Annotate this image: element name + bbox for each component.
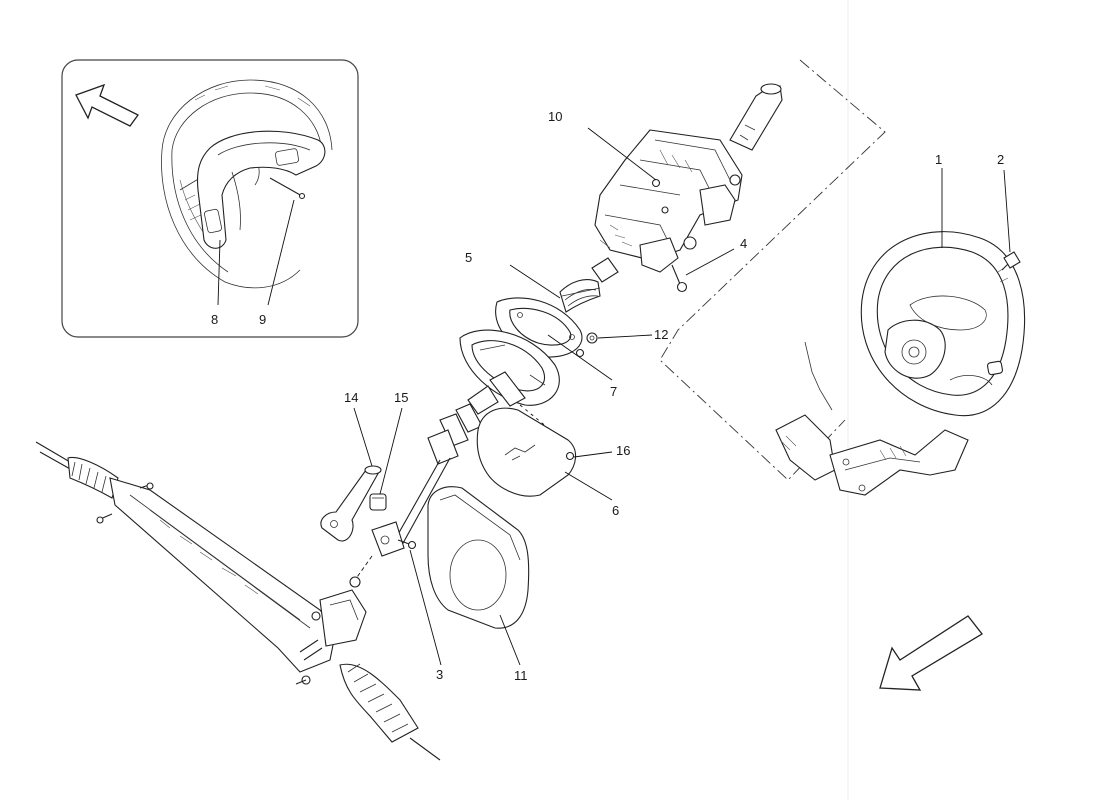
arrow-up-left-icon — [75, 83, 139, 127]
callout-14: 14 — [344, 390, 358, 405]
steering-rack — [35, 441, 441, 761]
callout-8: 8 — [211, 312, 218, 327]
callout-2: 2 — [997, 152, 1004, 167]
column-boot — [559, 257, 619, 313]
bolt-3 — [397, 539, 417, 550]
callout-6: 6 — [612, 503, 619, 518]
callout-11: 11 — [514, 668, 528, 683]
steering-column-upper — [594, 83, 783, 293]
callout-9: 9 — [259, 312, 266, 327]
inset-paddle-bracket — [196, 130, 326, 249]
leader-lines — [353, 127, 1011, 666]
seal-plate-7 — [459, 329, 560, 406]
bolt-2 — [1001, 251, 1021, 271]
callout-numbers: 1 2 3 4 5 6 7 10 11 12 14 15 16 — [344, 109, 1004, 683]
bushing-15 — [369, 493, 387, 511]
callout-15: 15 — [394, 390, 408, 405]
callout-1: 1 — [935, 152, 942, 167]
nut-12 — [586, 332, 598, 344]
switch-stalk-14 — [320, 465, 382, 542]
inset-steering-wheel — [161, 79, 333, 289]
inset-frame — [61, 59, 359, 338]
inset-detail-paddle-shifters: 8 9 — [61, 59, 359, 338]
callout-12: 12 — [654, 327, 668, 342]
callout-16: 16 — [616, 443, 630, 458]
callout-10: 10 — [548, 109, 562, 124]
plate-screw — [575, 348, 585, 358]
arrow-down-left-icon — [879, 615, 983, 691]
callout-7: 7 — [610, 384, 617, 399]
steering-wheel-1 — [860, 231, 1025, 417]
callout-5: 5 — [465, 250, 472, 265]
callout-4: 4 — [740, 236, 747, 251]
detail-boundary-dashed — [659, 59, 886, 481]
paddle-bracket-main — [775, 341, 969, 496]
callout-3: 3 — [436, 667, 443, 682]
column-shroud-11 — [427, 486, 530, 629]
intermediate-shaft — [354, 371, 576, 581]
airbag-module-6 — [476, 407, 577, 497]
